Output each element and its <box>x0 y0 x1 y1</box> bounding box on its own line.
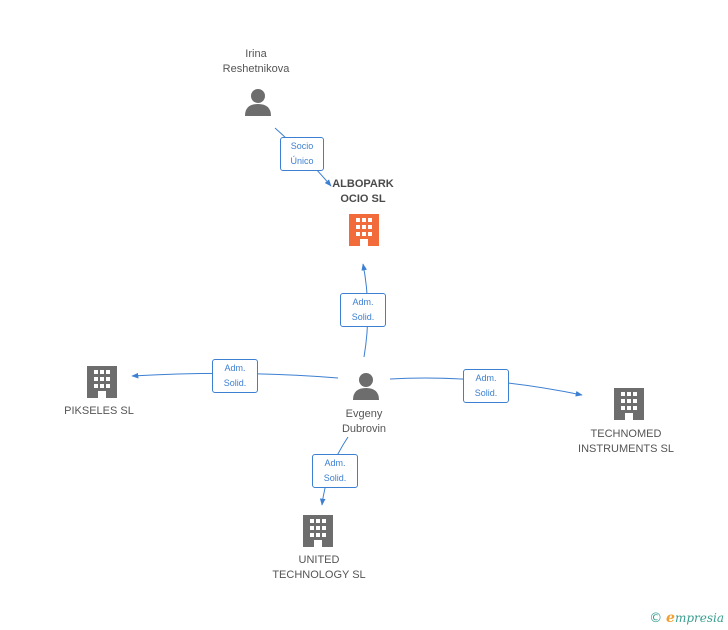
node-label-evgeny[interactable]: Evgeny Dubrovin <box>341 408 387 435</box>
copyright-icon: © <box>649 611 663 626</box>
brand-logo-e: e <box>666 610 675 626</box>
person-icon[interactable] <box>245 89 271 116</box>
edge-label-adm-solid: Adm. Solid. <box>312 454 358 488</box>
edge-label-adm-solid: Adm. Solid. <box>340 293 386 327</box>
brand-footer: © empresia <box>649 610 724 626</box>
building-icon[interactable] <box>87 366 117 398</box>
building-icon[interactable] <box>614 388 644 420</box>
node-label-albopark[interactable]: ALBOPARK OCIO SL <box>332 178 394 205</box>
building-icon[interactable] <box>303 515 333 547</box>
node-label-irina[interactable]: Irina Reshetnikova <box>222 48 290 75</box>
edge-label-socio-unico: Socio Único <box>280 137 324 171</box>
edge-label-adm-solid: Adm. Solid. <box>463 369 509 403</box>
building-icon-main[interactable] <box>349 214 379 246</box>
brand-logo-text: mpresia <box>674 611 724 625</box>
node-label-pikseles[interactable]: PIKSELES SL <box>64 405 134 417</box>
person-icon[interactable] <box>353 373 379 400</box>
node-label-united[interactable]: UNITED TECHNOLOGY SL <box>272 554 366 581</box>
edge-label-adm-solid: Adm. Solid. <box>212 359 258 393</box>
node-label-technomed[interactable]: TECHNOMED INSTRUMENTS SL <box>578 428 674 455</box>
